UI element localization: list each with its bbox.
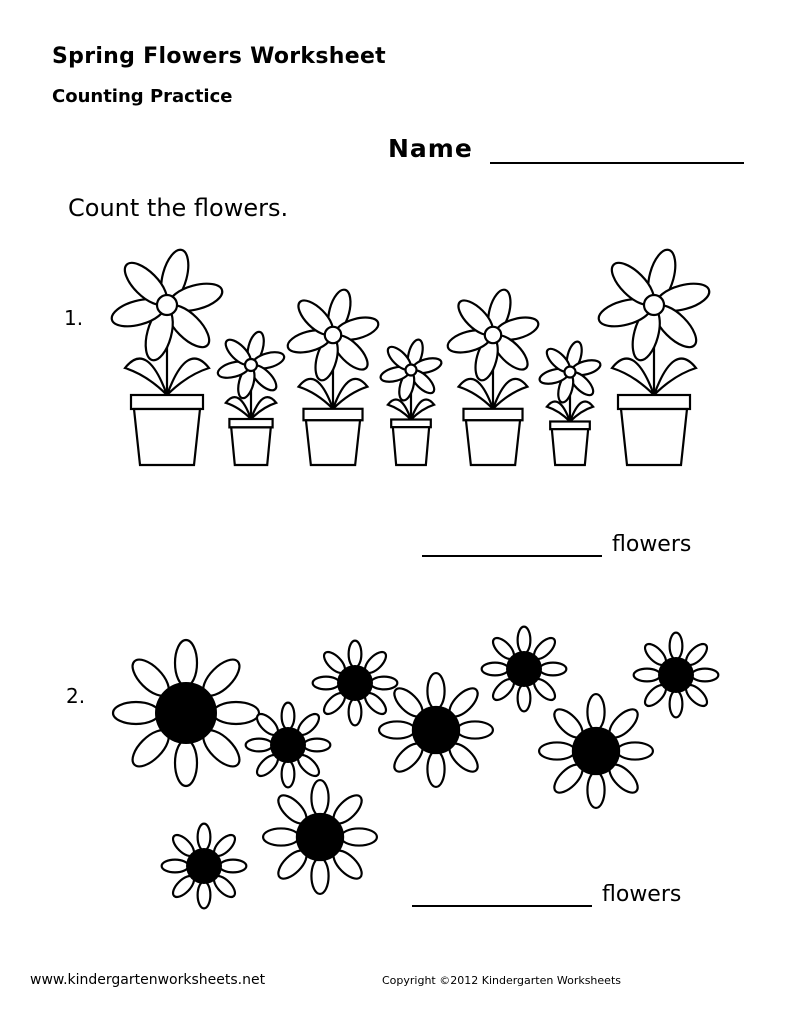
potted-flower xyxy=(379,338,443,467)
potted-flower xyxy=(286,288,380,467)
black-center-flower xyxy=(311,639,399,727)
black-center-flower xyxy=(160,822,248,910)
black-center-flower xyxy=(261,778,379,896)
black-center-flower xyxy=(244,701,332,789)
question-2-number: 2. xyxy=(66,684,86,708)
potted-flower xyxy=(538,340,602,467)
potted-flower xyxy=(216,330,286,467)
black-center-flower xyxy=(632,631,720,719)
potted-flower xyxy=(597,248,711,467)
instructions: Count the flowers. xyxy=(68,194,289,222)
black-center-flowers-group xyxy=(111,625,720,910)
answer-line-1[interactable] xyxy=(422,555,602,557)
answer-line-2[interactable] xyxy=(412,905,592,907)
potted-flower xyxy=(446,288,540,467)
footer-copyright: Copyright ©2012 Kindergarten Worksheets xyxy=(382,974,621,987)
worksheet-title: Spring Flowers Worksheet xyxy=(52,44,386,69)
potted-flowers-group xyxy=(110,248,711,467)
potted-flower xyxy=(110,248,224,467)
answer-unit-2: flowers xyxy=(602,882,682,907)
question-1-number: 1. xyxy=(64,306,84,330)
name-answer-line[interactable] xyxy=(490,162,744,164)
black-center-flower xyxy=(480,625,568,713)
answer-unit-1: flowers xyxy=(612,532,692,557)
black-center-flower xyxy=(537,692,655,810)
black-center-flower xyxy=(377,671,495,789)
black-center-flower xyxy=(111,638,261,788)
name-label: Name xyxy=(388,134,473,163)
footer-website: www.kindergartenworksheets.net xyxy=(30,972,266,988)
worksheet-subtitle: Counting Practice xyxy=(52,86,233,107)
